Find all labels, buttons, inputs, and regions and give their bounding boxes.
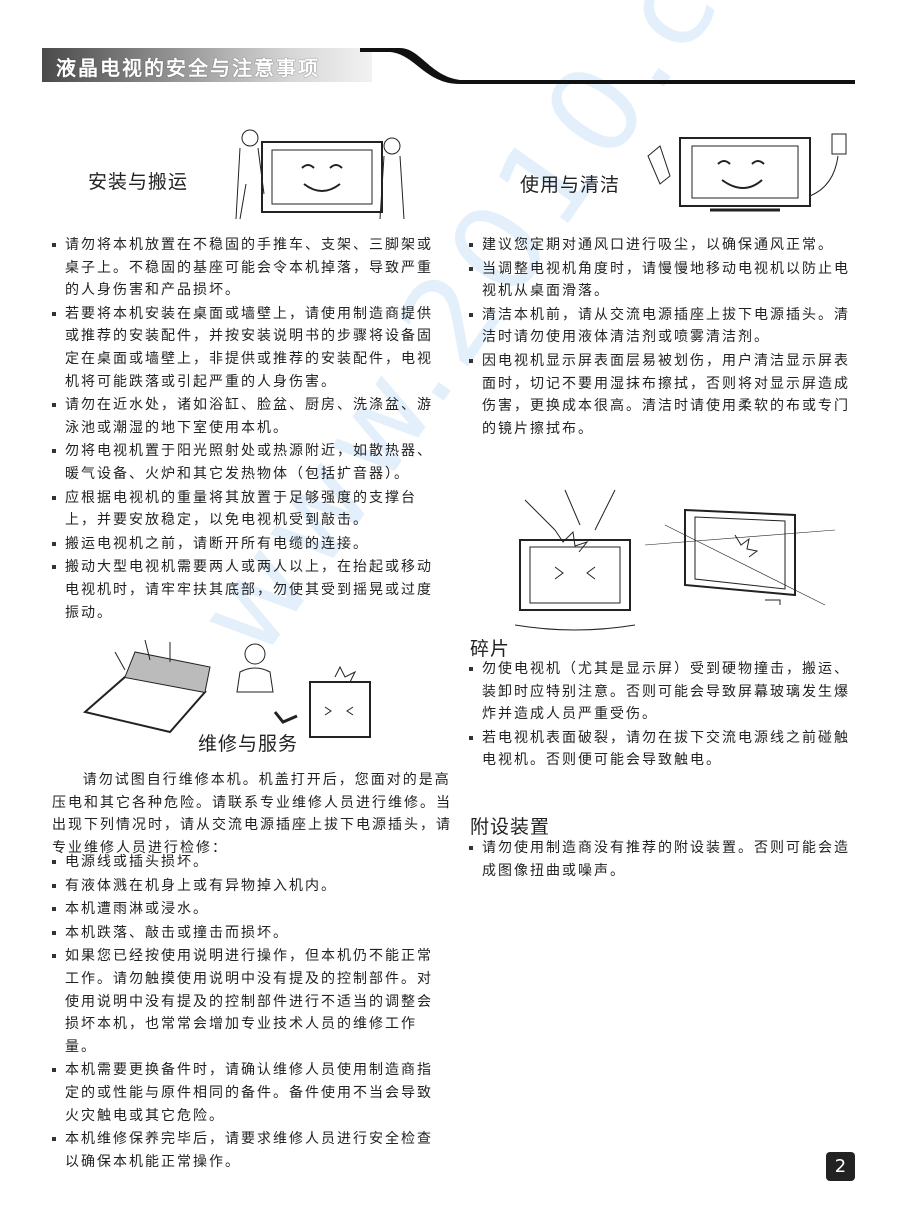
section-title-cleaning: 使用与清洁 [520,174,621,196]
service-item: 本机维修保养完毕后，请要求维修人员进行安全检查以确保本机能正常操作。 [52,1128,444,1173]
install-item: 搬动大型电视机需要两人或两人以上，在抬起或移动电视机时，请牢牢扶其底部，勿使其受… [52,556,444,624]
broken-tv-illustration [514,489,836,631]
service-list: 电源线或插头损坏。 有液体溅在机身上或有异物掉入机内。 本机遭雨淋或浸水。 本机… [52,851,444,1174]
shards-list: 勿使电视机（尤其是显示屏）受到硬物撞击，搬运、装卸时应特别注意。否则可能会导致屏… [469,658,861,773]
page-title: 液晶电视的安全与注意事项 [56,56,320,80]
repair-illustration [82,639,371,738]
service-intro: 请勿试图自行维修本机。机盖打开后，您面对的是高压电和其它各种危险。请联系专业维修… [52,772,452,856]
cleaning-item: 清洁本机前，请从交流电源插座上拔下电源插头。清洁时请勿使用液体清洁剂或喷雾清洁剂… [469,304,861,349]
install-item: 搬运电视机之前，请断开所有电缆的连接。 [52,533,444,556]
cleaning-item: 当调整电视机角度时，请慢慢地移动电视机以防止电视机从桌面滑落。 [469,258,861,303]
shards-item: 若电视机表面破裂，请勿在拔下交流电源线之前碰触电视机。否则便可能会导致触电。 [469,727,861,772]
install-item: 应根据电视机的重量将其放置于足够强度的支撑台上，并要安放稳定，以免电视机受到敲击… [52,487,444,532]
service-item: 有液体溅在机身上或有异物掉入机内。 [52,875,444,898]
section-title-accessories: 附设装置 [470,816,551,838]
tv-cleaning-illustration [647,133,847,212]
install-item: 请勿在近水处，诸如浴缸、脸盆、厨房、洗涤盆、游泳池或潮湿的地下室使用本机。 [52,394,444,439]
install-list: 请勿将本机放置在不稳固的手推车、支架、三脚架或桌子上。不稳固的基座可能会令本机掉… [52,234,444,625]
cleaning-item: 建议您定期对通风口进行吸尘，以确保通风正常。 [469,234,861,257]
service-item: 电源线或插头损坏。 [52,851,444,874]
service-item: 如果您已经按使用说明进行操作，但本机仍不能正常工作。请勿触摸使用说明中没有提及的… [52,945,444,1058]
accessories-item: 请勿使用制造商没有推荐的附设装置。否则可能会造成图像扭曲或噪声。 [469,837,861,882]
install-item: 请勿将本机放置在不稳固的手推车、支架、三脚架或桌子上。不稳固的基座可能会令本机掉… [52,234,444,302]
cleaning-item: 因电视机显示屏表面层易被划伤，用户清洁显示屏表面时，切记不要用湿抹布擦拭，否则将… [469,350,861,440]
header-bar [42,48,372,82]
section-title-install: 安装与搬运 [88,171,189,193]
section-title-shards: 碎片 [470,638,511,660]
header-swoosh [360,48,855,84]
page-number: 2 [826,1152,855,1181]
service-item: 本机需要更换备件时，请确认维修人员使用制造商指定的或性能与原件相同的备件。备件使… [52,1059,444,1127]
cleaning-list: 建议您定期对通风口进行吸尘，以确保通风正常。 当调整电视机角度时，请慢慢地移动电… [469,234,861,441]
install-item: 勿将电视机置于阳光照射处或热源附近，如散热器、暖气设备、火炉和其它发热物体（包括… [52,440,444,485]
service-item: 本机遭雨淋或浸水。 [52,898,444,921]
section-title-service: 维修与服务 [198,733,299,755]
accessories-list: 请勿使用制造商没有推荐的附设装置。否则可能会造成图像扭曲或噪声。 [469,837,861,883]
install-item: 若要将本机安装在桌面或墙壁上，请使用制造商提供或推荐的安装配件，并按安装说明书的… [52,303,444,393]
service-item: 本机跌落、敲击或撞击而损坏。 [52,922,444,945]
shards-item: 勿使电视机（尤其是显示屏）受到硬物撞击，搬运、装卸时应特别注意。否则可能会导致屏… [469,658,861,726]
people-carrying-tv-illustration [235,129,405,220]
